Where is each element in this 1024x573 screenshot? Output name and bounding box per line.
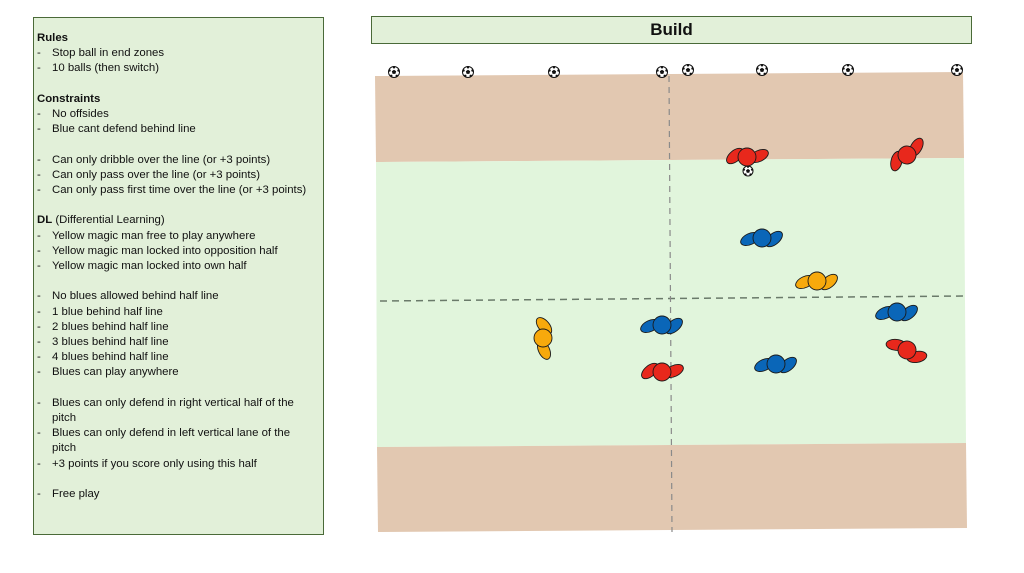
player-blue-icon <box>740 228 783 248</box>
list-item: 1 blue behind half line <box>37 305 317 320</box>
list-item: Stop ball in end zones <box>37 46 317 61</box>
soccer-ball-icon <box>951 64 963 76</box>
player-red-icon <box>726 147 769 167</box>
notes-list: No blues allowed behind half line1 blue … <box>37 289 317 380</box>
section-heading-bold: Rules <box>37 32 69 44</box>
section-heading-bold: DL <box>37 214 53 227</box>
notes-list: No offsidesBlue cant defend behind line <box>37 107 317 138</box>
notes-list: Blues can only defend in right vertical … <box>37 396 317 472</box>
player-red-icon <box>641 362 684 382</box>
soccer-ball-icon <box>462 66 474 78</box>
section-heading-suffix: (Differential Learning) <box>52 214 165 227</box>
soccer-ball-icon <box>842 64 854 76</box>
player-yellow-icon <box>795 271 838 291</box>
soccer-ball-icon <box>756 64 768 76</box>
end-zone-top <box>375 72 964 162</box>
list-item: Can only dribble over the line (or +3 po… <box>37 153 317 168</box>
notes-section: No blues allowed behind half line1 blue … <box>37 289 317 380</box>
list-item: Yellow magic man free to play anywhere <box>37 229 317 244</box>
notes-section: Free play <box>37 487 317 502</box>
list-item: 3 blues behind half line <box>37 335 317 350</box>
player-red-icon <box>885 338 928 364</box>
title-banner: Build <box>371 16 972 44</box>
notes-section: DL (Differential Learning)Yellow magic m… <box>37 213 317 274</box>
player-blue-icon <box>640 315 683 335</box>
notes-list: Free play <box>37 487 317 502</box>
list-item: Yellow magic man locked into opposition … <box>37 244 317 259</box>
list-item: Yellow magic man locked into own half <box>37 259 317 274</box>
notes-section: Constraints No offsidesBlue cant defend b… <box>37 92 317 138</box>
notes-section: Can only dribble over the line (or +3 po… <box>37 153 317 199</box>
section-heading: Rules <box>37 31 317 46</box>
list-item: Blues can only defend in right vertical … <box>37 396 317 426</box>
list-item: +3 points if you score only using this h… <box>37 457 317 472</box>
list-item: No blues allowed behind half line <box>37 289 317 304</box>
section-heading: Constraints <box>37 92 317 107</box>
page-title: Build <box>650 20 693 39</box>
soccer-ball-icon <box>388 66 400 78</box>
list-item: 2 blues behind half line <box>37 320 317 335</box>
player-yellow-icon <box>533 317 553 360</box>
playing-field <box>376 158 966 447</box>
player-blue-icon <box>875 302 918 322</box>
section-heading: DL (Differential Learning) <box>37 213 317 228</box>
notes-panel: RulesStop ball in end zones10 balls (the… <box>33 17 324 535</box>
half-line <box>379 295 965 302</box>
soccer-ball-icon <box>548 66 560 78</box>
list-item: Blue cant defend behind line <box>37 122 317 137</box>
player-blue-icon <box>754 354 797 374</box>
list-item: No offsides <box>37 107 317 122</box>
list-item: 10 balls (then switch) <box>37 61 317 76</box>
soccer-ball-icon <box>742 165 754 177</box>
section-heading-bold: Constraints <box>37 92 101 105</box>
list-item: Blues can only defend in left vertical l… <box>37 426 317 456</box>
notes-list: Can only dribble over the line (or +3 po… <box>37 153 317 199</box>
list-item: Blues can play anywhere <box>37 365 317 380</box>
player-red-icon <box>890 137 924 172</box>
notes-section: Blues can only defend in right vertical … <box>37 396 317 472</box>
soccer-ball-icon <box>682 64 694 76</box>
soccer-ball-icon <box>656 66 668 78</box>
notes-section: RulesStop ball in end zones10 balls (the… <box>37 31 317 77</box>
notes-list: Yellow magic man free to play anywhereYe… <box>37 229 317 275</box>
notes-list: Stop ball in end zones10 balls (then swi… <box>37 46 317 77</box>
list-item: Can only pass over the line (or +3 point… <box>37 168 317 183</box>
list-item: 4 blues behind half line <box>37 350 317 365</box>
list-item: Free play <box>37 487 317 502</box>
list-item: Can only pass first time over the line (… <box>37 183 317 198</box>
